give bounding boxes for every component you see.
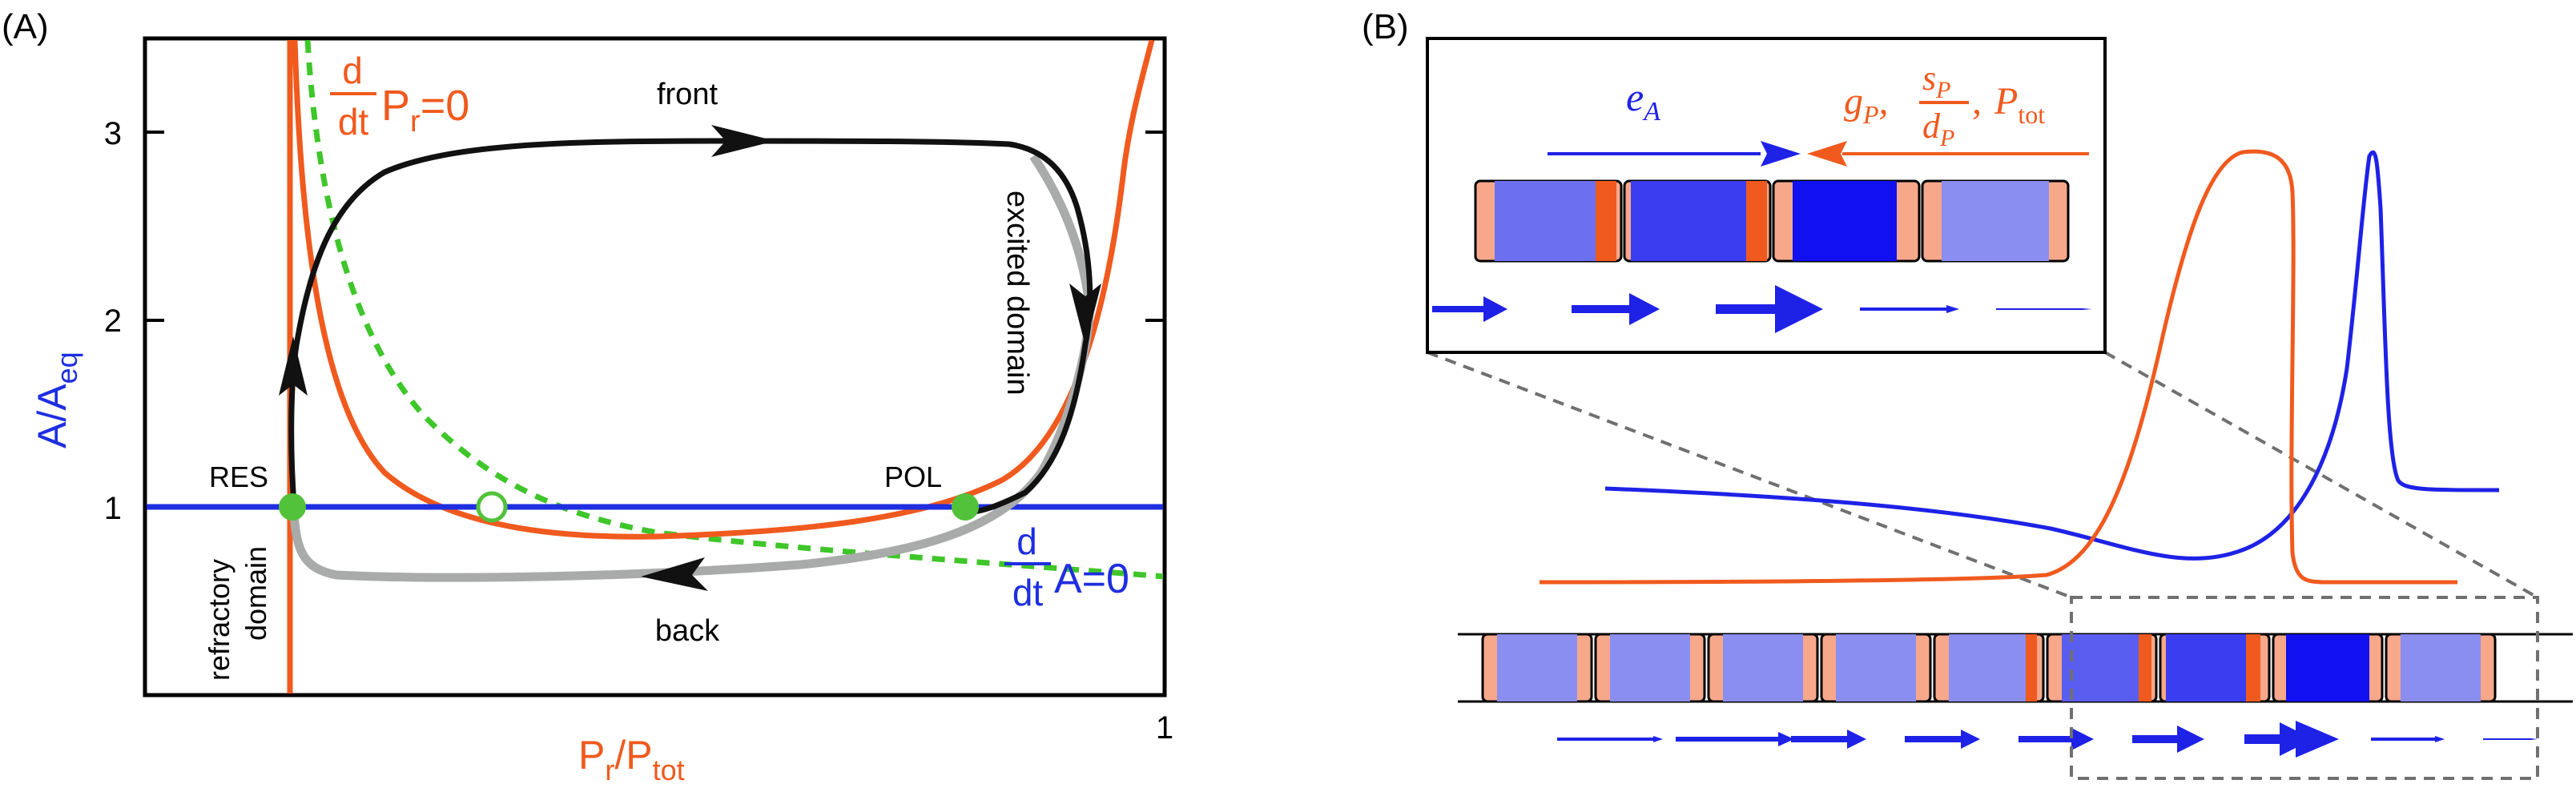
cell	[1933, 633, 2045, 703]
svg-text:,: ,	[1972, 80, 1982, 123]
zoom-connector-right	[2104, 351, 2538, 599]
svg-text:Pr=0: Pr=0	[381, 82, 469, 139]
inset-arrow-row	[1432, 285, 2092, 333]
orange-profile-curve	[1539, 149, 2457, 585]
arrow	[1905, 730, 1980, 749]
svg-text:Ptot: Ptot	[1994, 80, 2045, 129]
svg-text:gP,: gP,	[1844, 80, 1889, 129]
inset-arrow	[1716, 285, 1823, 333]
e-a-label: eA	[1626, 74, 1660, 127]
e-a-arrowhead	[1761, 141, 1801, 167]
inset-cell	[1921, 179, 2070, 263]
inset-arrow	[1996, 308, 2092, 310]
pol-point	[952, 493, 979, 521]
cell	[1481, 633, 1593, 703]
zoom-connector-left	[1427, 351, 2072, 599]
inset-cell-row	[1474, 179, 2070, 263]
zoom-box	[2070, 596, 2539, 780]
bottom-arrow-row	[1557, 721, 2538, 758]
refractory-label-line1: refractory	[203, 559, 235, 681]
panel-b: (B)	[1362, 7, 2573, 780]
excited-domain-label: excited domain	[1000, 191, 1034, 396]
dashed-nullcline	[304, 40, 1163, 580]
cell	[1820, 633, 1932, 703]
panel-a: (A) 1 2 3 1 Pr/Ptot A/Aeq	[2, 7, 1173, 786]
cell	[2385, 633, 2497, 703]
svg-text:dP: dP	[1922, 107, 1954, 151]
svg-text:d: d	[342, 50, 363, 91]
res-point	[279, 493, 306, 521]
bottom-cell-row	[1481, 633, 2497, 703]
g-s-p-label: gP, sP dP , Ptot	[1844, 58, 2045, 151]
p-tot-arrowhead	[1807, 141, 1847, 167]
arrow	[2019, 728, 2094, 750]
refractory-label-line2: domain	[239, 546, 272, 641]
front-label: front	[657, 78, 718, 111]
y-axis-label: A/Aeq	[30, 352, 83, 448]
arrow-rise	[279, 336, 308, 396]
blue-profile-curve	[1604, 150, 2500, 561]
arrow-excited	[1069, 283, 1101, 346]
x-tick-1: 1	[1156, 710, 1173, 746]
arrow-back	[641, 557, 708, 591]
arrow	[2483, 738, 2538, 740]
arrow-front	[711, 125, 775, 157]
arrow	[1557, 736, 1663, 742]
svg-text:sP: sP	[1922, 58, 1950, 103]
cell	[1707, 633, 1819, 703]
inset-cell	[1772, 179, 1921, 263]
x-axis-label: Pr/Ptot	[578, 733, 685, 786]
res-label: RES	[209, 460, 268, 493]
panel-a-label: (A)	[2, 7, 49, 46]
arrow	[1676, 732, 1794, 746]
cell	[2046, 633, 2158, 703]
arrow	[1791, 730, 1866, 749]
plot-frame	[143, 36, 1167, 698]
y-tick-2: 2	[104, 304, 122, 339]
pol-label: POL	[884, 460, 942, 493]
p-nullcline-u-curve	[292, 40, 1155, 540]
arrow	[2371, 736, 2445, 742]
cell	[2159, 633, 2271, 703]
inset-arrow	[1432, 296, 1507, 322]
cell	[1594, 633, 1706, 703]
inset-arrow	[1860, 305, 1959, 313]
panel-b-label: (B)	[1362, 7, 1409, 46]
y-tick-1: 1	[104, 491, 122, 526]
inset-cell	[1623, 179, 1772, 263]
a-nullcline-label: d dt A=0	[1004, 521, 1129, 613]
inset: eA gP, sP dP , Ptot	[1426, 37, 2107, 354]
trajectory	[288, 138, 1093, 516]
saddle-point	[476, 491, 508, 523]
svg-text:A=0: A=0	[1054, 556, 1129, 602]
inset-cell	[1474, 179, 1623, 263]
svg-text:d: d	[1016, 521, 1037, 562]
p-nullcline-label: d dt Pr=0	[330, 50, 469, 143]
inset-arrow	[1572, 293, 1660, 325]
arrow	[2132, 726, 2204, 753]
back-label: back	[655, 614, 720, 648]
svg-text:dt: dt	[338, 101, 369, 143]
y-tick-3: 3	[104, 116, 122, 151]
cell	[2272, 633, 2384, 703]
svg-text:dt: dt	[1012, 572, 1044, 613]
arrow	[2260, 721, 2339, 758]
